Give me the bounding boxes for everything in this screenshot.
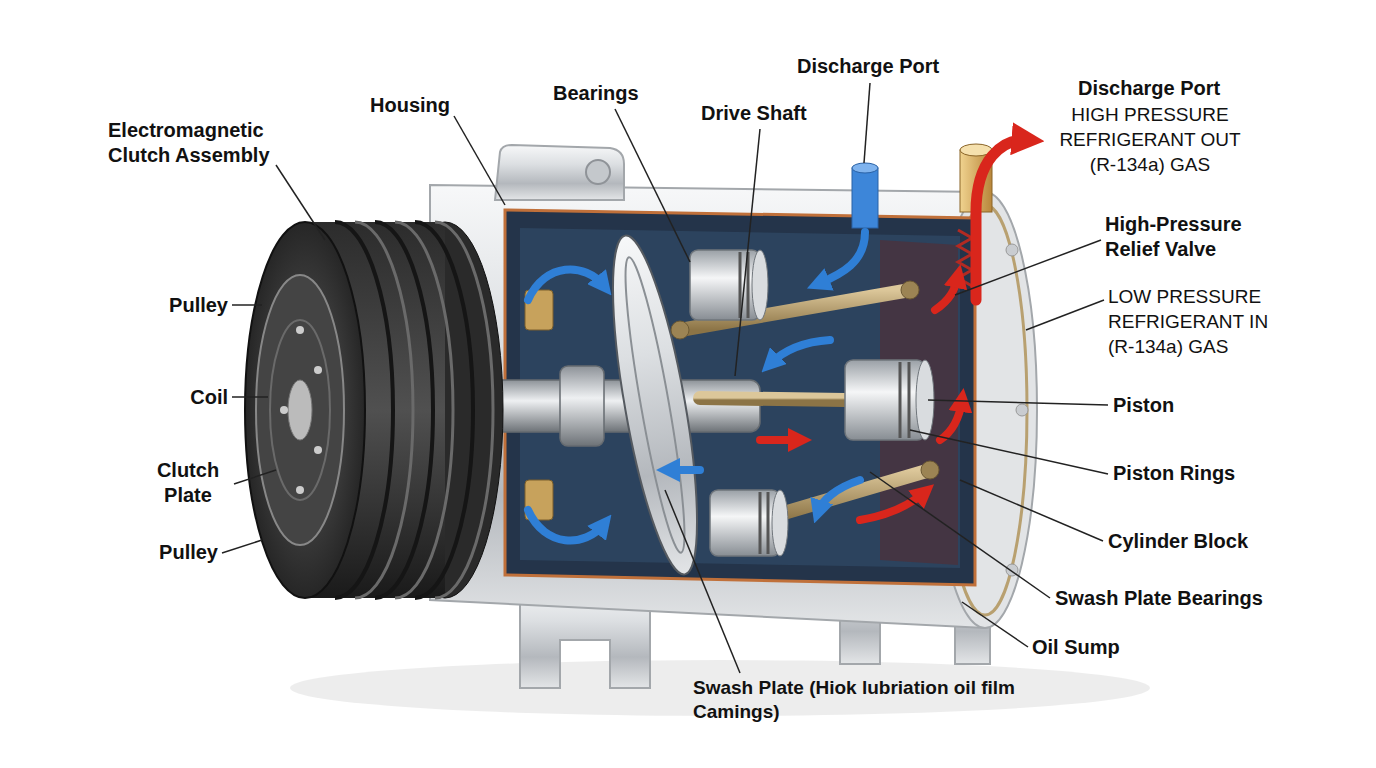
clutch-plate [288,380,312,440]
rod-joint [901,281,919,299]
part-label: High-Pressure Relief Valve [1105,212,1270,262]
low-pressure-flow-arrow [528,232,865,541]
housing [495,145,624,200]
part-label: Discharge Port [1078,76,1220,101]
leader-line [955,240,1101,295]
suction-pipe [852,168,878,228]
rod-joint [921,461,939,479]
leader-line [454,116,505,205]
part-label: HIGH PRESSURE REFRIGERANT OUT (R-134a) G… [1045,102,1255,177]
piston [908,362,911,438]
low-pressure-flow-arrow [818,480,860,512]
piston [710,490,780,556]
piston [739,252,742,318]
leader-line [910,430,1108,474]
suction-pipe [852,163,878,228]
part-label: Piston Rings [1113,461,1235,486]
pulley [395,222,453,598]
leader-line [928,400,1108,405]
leader-line [222,540,262,553]
piston [690,250,934,556]
leader-line [615,109,690,262]
swash-plate [615,255,695,555]
suction-pipe [852,163,878,173]
clutch-plate [314,366,322,374]
cutaway-interior [520,228,960,568]
part-label: Clutch Plate [146,458,230,508]
part-label: Pulley [150,293,228,318]
low-pressure-flow-arrow [528,269,604,300]
clutch-plate [296,326,304,334]
clutch-plate [280,406,288,414]
low-pressure-flow-arrow [528,510,604,541]
part-label: Swash Plate Bearings [1055,586,1263,611]
low-pressure-flow-arrow [818,232,865,284]
leader-line [735,129,760,376]
leader-line [960,480,1103,541]
high-pressure-flow-arrow [860,492,925,520]
piston [759,492,762,554]
drive-shaft [560,366,604,446]
piston [845,360,925,440]
part-label: Oil Sump [1032,635,1120,660]
leader-line [232,304,262,306]
piston [767,492,770,554]
high-pressure-flow-arrow [760,140,1028,520]
clutch-plate [296,486,304,494]
high-pressure-flow-arrow [760,436,800,444]
connecting-rod [680,290,930,520]
part-label: LOW PRESSURE REFRIGERANT IN (R-134a) GAS [1108,284,1298,359]
part-label: Electromagnetic Clutch Assembly [108,118,288,168]
pulley [245,222,503,598]
housing [586,160,610,184]
piston [690,250,760,320]
leader-line [1026,300,1104,330]
rod-joint [671,321,689,339]
piston [899,362,902,438]
leader-line [962,602,1028,647]
part-label: Coil [150,385,228,410]
leader-line [870,472,1050,598]
part-label: Cylinder Block [1108,529,1248,554]
pulley [435,222,493,598]
pulley [245,222,365,598]
bearing [525,290,553,520]
part-label: Piston [1113,393,1174,418]
clutch-plate [256,275,344,545]
housing [1006,244,1018,256]
part-label: Pulley [140,540,218,565]
high-pressure-flow-arrow [935,276,958,310]
leader-line [665,490,740,673]
part-label: Drive Shaft [701,101,807,126]
part-label: Housing [370,93,450,118]
leader-line [864,83,870,163]
clutch-plate [314,446,322,454]
piston [752,250,768,320]
pulley [415,222,473,598]
low-pressure-flow-arrow [770,340,830,364]
part-label: Swash Plate (Hiok lubriation oil film Ca… [693,676,1058,724]
high-pressure-flow-arrow [940,400,962,440]
housing [1016,404,1028,416]
clutch-plate [270,320,330,500]
low-pressure-flow-arrow [668,466,700,474]
clutch-plate [256,275,344,545]
leader-line [232,396,268,398]
leader-line [276,165,325,240]
cutaway-interior [505,210,975,585]
piston [772,490,788,556]
high-pressure-flow-arrow [976,140,1028,300]
leader-line [222,83,1108,673]
leader-line [234,470,276,484]
cutaway-interior [505,210,975,585]
part-label: Bearings [553,81,639,106]
pulley [375,222,433,598]
connecting-rod [700,398,845,400]
part-label: Discharge Port [797,54,939,79]
